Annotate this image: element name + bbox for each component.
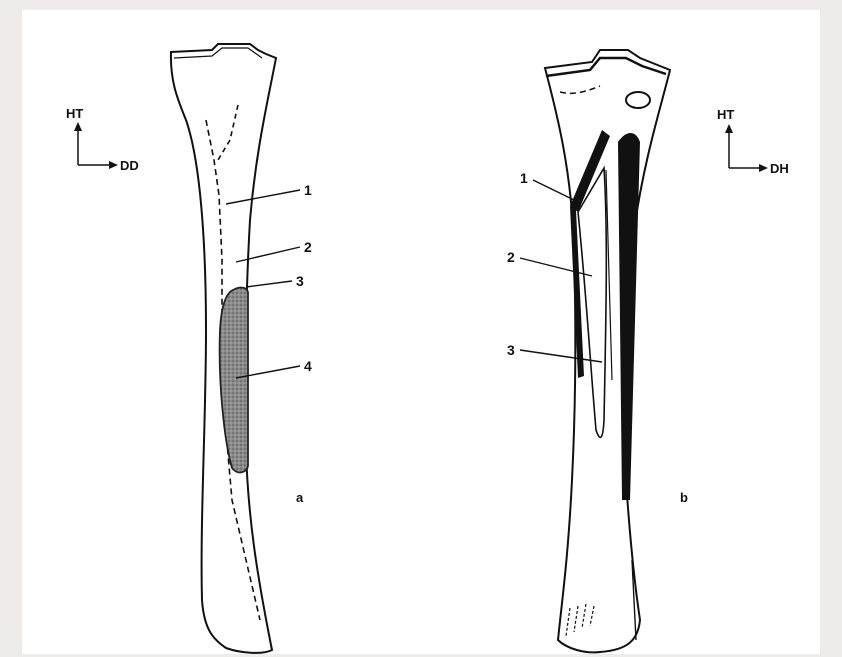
leader-1-b — [533, 180, 574, 200]
callout-3-a: 3 — [296, 273, 304, 289]
panel-a: HT DD 1 2 3 4 a — [66, 44, 312, 653]
callout-3-b: 3 — [507, 342, 515, 358]
axis-up-label-b: HT — [717, 107, 734, 122]
panel-letter-b: b — [680, 490, 688, 505]
axis-up-label-a: HT — [66, 106, 83, 121]
fossa-b — [626, 92, 650, 108]
axis-right-label-b: DH — [770, 161, 789, 176]
callout-2-b: 2 — [507, 249, 515, 265]
panel-letter-a: a — [296, 490, 304, 505]
axis-indicator-b: HT DH — [717, 107, 789, 176]
callout-4-a: 4 — [304, 358, 312, 374]
callout-1-a: 1 — [304, 182, 312, 198]
axis-right-label-a: DD — [120, 158, 139, 173]
callout-1-b: 1 — [520, 170, 528, 186]
panel-b: HT DH 1 2 3 b — [507, 50, 789, 652]
leader-3-a — [246, 281, 292, 287]
axis-indicator-a: HT DD — [66, 106, 139, 173]
callout-2-a: 2 — [304, 239, 312, 255]
